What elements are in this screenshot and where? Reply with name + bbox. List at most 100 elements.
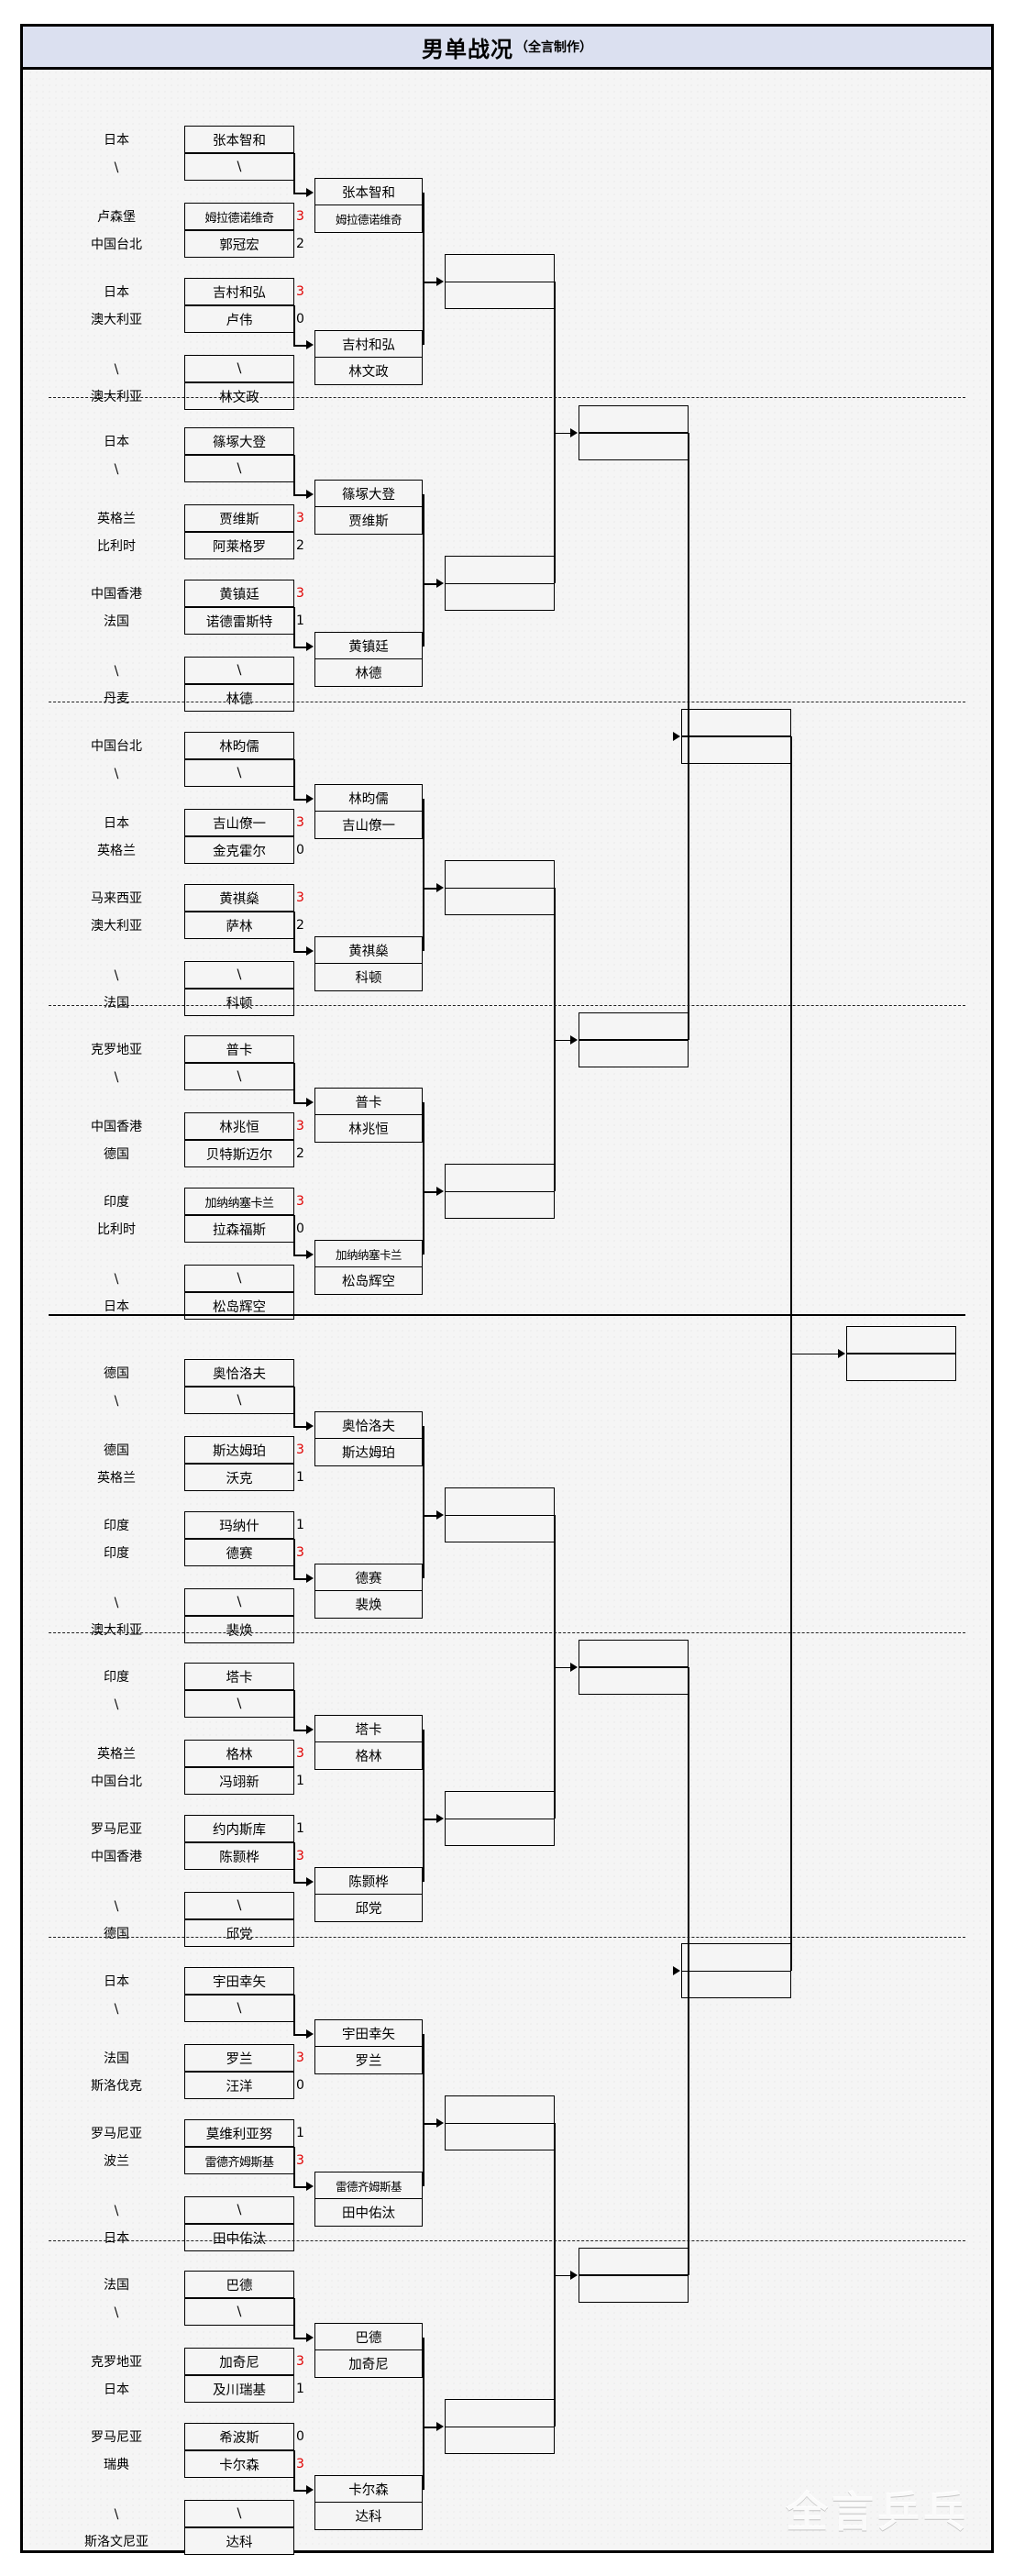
round2-cell[interactable]: 塔卡: [314, 1715, 423, 1742]
player-cell[interactable]: 吉山僚一: [184, 809, 294, 836]
round2-cell[interactable]: 奥恰洛夫: [314, 1411, 423, 1439]
round2-cell[interactable]: 姆拉德诺维奇: [314, 205, 423, 233]
player-cell[interactable]: 陈颢桦: [184, 1842, 294, 1870]
round3-empty-box[interactable]: [445, 2399, 555, 2454]
player-cell[interactable]: 科顿: [184, 989, 294, 1016]
round2-cell[interactable]: 林昀儒: [314, 784, 423, 812]
round2-cell[interactable]: 科顿: [314, 964, 423, 991]
player-cell[interactable]: 贾维斯: [184, 504, 294, 532]
player-cell[interactable]: 黄祺燊: [184, 884, 294, 912]
player-cell[interactable]: \: [184, 2298, 294, 2326]
player-cell[interactable]: 汪洋: [184, 2072, 294, 2099]
player-cell[interactable]: 林兆恒: [184, 1112, 294, 1140]
round2-cell[interactable]: 邱党: [314, 1895, 423, 1922]
player-cell[interactable]: \: [184, 961, 294, 989]
player-cell[interactable]: 玛纳什: [184, 1511, 294, 1539]
player-cell[interactable]: \: [184, 153, 294, 181]
player-cell[interactable]: 加奇尼: [184, 2348, 294, 2375]
round2-cell[interactable]: 松岛辉空: [314, 1267, 423, 1295]
player-cell[interactable]: 卡尔森: [184, 2450, 294, 2478]
player-cell[interactable]: \: [184, 1265, 294, 1292]
round2-cell[interactable]: 林文政: [314, 358, 423, 385]
player-cell[interactable]: \: [184, 355, 294, 382]
player-cell[interactable]: 吉村和弘: [184, 278, 294, 305]
player-cell[interactable]: \: [184, 1690, 294, 1718]
player-cell[interactable]: 林昀儒: [184, 732, 294, 759]
player-cell[interactable]: 张本智和: [184, 126, 294, 153]
round2-cell[interactable]: 黄镇廷: [314, 632, 423, 659]
round2-cell[interactable]: 陈颢桦: [314, 1867, 423, 1895]
round2-cell[interactable]: 加奇尼: [314, 2350, 423, 2378]
player-cell[interactable]: 塔卡: [184, 1663, 294, 1690]
player-cell[interactable]: 沃克: [184, 1464, 294, 1491]
player-cell[interactable]: 达科: [184, 2527, 294, 2555]
round2-cell[interactable]: 林德: [314, 659, 423, 687]
player-cell[interactable]: 宇田幸矢: [184, 1967, 294, 1995]
round2-cell[interactable]: 斯达姆珀: [314, 1439, 423, 1466]
player-cell[interactable]: \: [184, 1995, 294, 2022]
round3-empty-box[interactable]: [445, 1487, 555, 1542]
player-cell[interactable]: 雷德齐姆斯基: [184, 2147, 294, 2174]
player-cell[interactable]: 黄镇廷: [184, 580, 294, 607]
round2-cell[interactable]: 达科: [314, 2503, 423, 2530]
round2-cell[interactable]: 德赛: [314, 1564, 423, 1591]
round2-cell[interactable]: 格林: [314, 1742, 423, 1770]
round2-cell[interactable]: 吉山僚一: [314, 812, 423, 839]
player-cell[interactable]: 萨林: [184, 912, 294, 939]
round2-cell[interactable]: 贾维斯: [314, 507, 423, 535]
semifinal-empty-box[interactable]: [681, 708, 791, 764]
player-cell[interactable]: 姆拉德诺维奇: [184, 203, 294, 230]
player-cell[interactable]: 篠塚大登: [184, 427, 294, 455]
round3-empty-box[interactable]: [445, 2095, 555, 2150]
round2-cell[interactable]: 宇田幸矢: [314, 2019, 423, 2047]
player-cell[interactable]: \: [184, 1063, 294, 1090]
player-cell[interactable]: 莫维利亚努: [184, 2119, 294, 2147]
round2-cell[interactable]: 田中佑汰: [314, 2199, 423, 2227]
player-cell[interactable]: \: [184, 657, 294, 684]
player-cell[interactable]: \: [184, 455, 294, 482]
player-cell[interactable]: 林文政: [184, 382, 294, 410]
player-cell[interactable]: 格林: [184, 1740, 294, 1767]
player-cell[interactable]: 德赛: [184, 1539, 294, 1566]
player-cell[interactable]: 邱党: [184, 1919, 294, 1947]
round2-cell[interactable]: 雷德齐姆斯基: [314, 2172, 423, 2199]
round3-empty-box[interactable]: [445, 860, 555, 915]
round3-empty-box[interactable]: [445, 254, 555, 309]
player-cell[interactable]: \: [184, 1387, 294, 1414]
round4-empty-box[interactable]: [579, 1012, 689, 1067]
player-cell[interactable]: 田中佑汰: [184, 2224, 294, 2251]
player-cell[interactable]: 郭冠宏: [184, 230, 294, 258]
round2-cell[interactable]: 巴德: [314, 2323, 423, 2350]
round4-empty-box[interactable]: [579, 2247, 689, 2303]
round2-cell[interactable]: 罗兰: [314, 2047, 423, 2074]
round2-cell[interactable]: 卡尔森: [314, 2475, 423, 2503]
player-cell[interactable]: 斯达姆珀: [184, 1436, 294, 1464]
player-cell[interactable]: 金克霍尔: [184, 836, 294, 864]
round2-cell[interactable]: 篠塚大登: [314, 480, 423, 507]
round4-empty-box[interactable]: [579, 404, 689, 460]
player-cell[interactable]: 贝特斯迈尔: [184, 1140, 294, 1167]
player-cell[interactable]: \: [184, 2196, 294, 2224]
round2-cell[interactable]: 张本智和: [314, 178, 423, 205]
player-cell[interactable]: 裴焕: [184, 1616, 294, 1643]
player-cell[interactable]: \: [184, 759, 294, 787]
player-cell[interactable]: 诺德雷斯特: [184, 607, 294, 635]
player-cell[interactable]: 冯翊新: [184, 1767, 294, 1795]
player-cell[interactable]: 及川瑞基: [184, 2375, 294, 2403]
round2-cell[interactable]: 加纳纳塞卡兰: [314, 1240, 423, 1267]
player-cell[interactable]: 奥恰洛夫: [184, 1359, 294, 1387]
player-cell[interactable]: 罗兰: [184, 2044, 294, 2072]
player-cell[interactable]: 卢伟: [184, 305, 294, 333]
player-cell[interactable]: \: [184, 1588, 294, 1616]
round2-cell[interactable]: 黄祺燊: [314, 936, 423, 964]
player-cell[interactable]: 希波斯: [184, 2423, 294, 2450]
player-cell[interactable]: 林德: [184, 684, 294, 712]
semifinal-empty-box[interactable]: [681, 1943, 791, 1998]
round2-cell[interactable]: 林兆恒: [314, 1115, 423, 1143]
round3-empty-box[interactable]: [445, 556, 555, 611]
round3-empty-box[interactable]: [445, 1164, 555, 1219]
player-cell[interactable]: 约内斯库: [184, 1815, 294, 1842]
player-cell[interactable]: 拉森福斯: [184, 1215, 294, 1243]
player-cell[interactable]: 加纳纳塞卡兰: [184, 1188, 294, 1215]
round2-cell[interactable]: 裴焕: [314, 1591, 423, 1619]
